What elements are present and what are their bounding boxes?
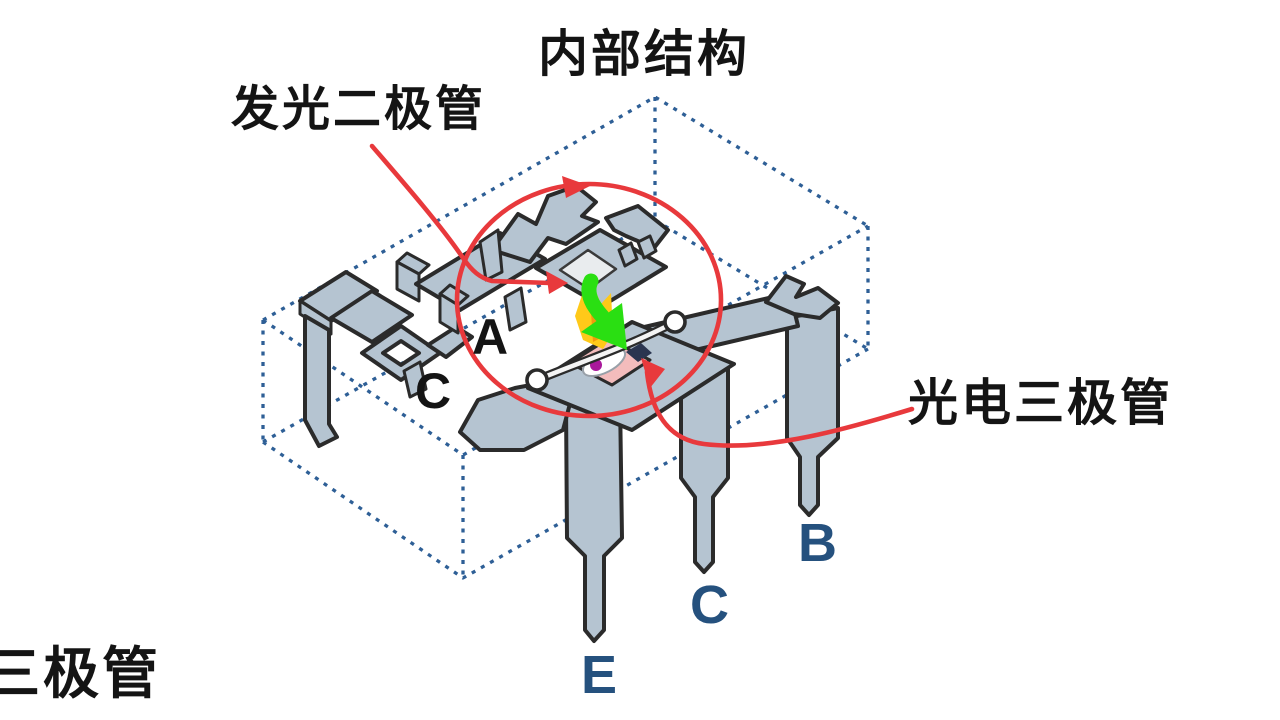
base-pin [785, 306, 840, 517]
led-anode-frame [395, 184, 670, 332]
page-title: 内部结构 [538, 25, 750, 83]
anode-bend-tab-face [395, 260, 421, 303]
cathode-stub-pin [402, 360, 428, 399]
led-label: 发光二极管 [231, 81, 487, 137]
led-die [558, 248, 618, 291]
pin-label-collector: C [690, 575, 729, 635]
led-arrowhead [546, 271, 568, 294]
package-outline-box [261, 95, 870, 580]
anode-stub [503, 286, 528, 332]
phototransistor-pointer-arrow [641, 358, 915, 448]
base-wing [764, 274, 840, 320]
cathode-tab-face [438, 292, 460, 335]
collector-pin [679, 362, 730, 574]
bond-wire [525, 310, 687, 392]
corner-partial-label: 三极管 [0, 642, 161, 707]
led-cathode-frame [298, 270, 474, 448]
wire-eyelet-right [663, 310, 687, 334]
upper-left-flap [478, 228, 504, 282]
cathode-bar [329, 289, 414, 344]
pin-label-emitter: E [581, 645, 618, 705]
holder-tab-1 [617, 241, 639, 268]
phototransistor-label: 光电三极管 [908, 374, 1173, 432]
upper-wing [490, 184, 600, 264]
highlight-circle [454, 176, 724, 419]
phototransistor-arrowhead [641, 358, 665, 388]
light-arrow-green [581, 273, 627, 350]
led-pointer-arrow [369, 143, 568, 294]
holder-tab-2 [636, 234, 658, 260]
wire-eyelet-left [525, 368, 549, 392]
pin-label-anode: A [472, 309, 509, 365]
cathode-pin [303, 314, 339, 448]
pin-label-cathode: C [415, 363, 452, 419]
circle-arrowhead [562, 176, 590, 198]
pin-label-base: B [798, 513, 837, 573]
photo-chip [626, 343, 652, 362]
package-outline-edges [261, 95, 870, 580]
phototransistor-die [568, 337, 652, 387]
emitter-pin [564, 396, 624, 643]
